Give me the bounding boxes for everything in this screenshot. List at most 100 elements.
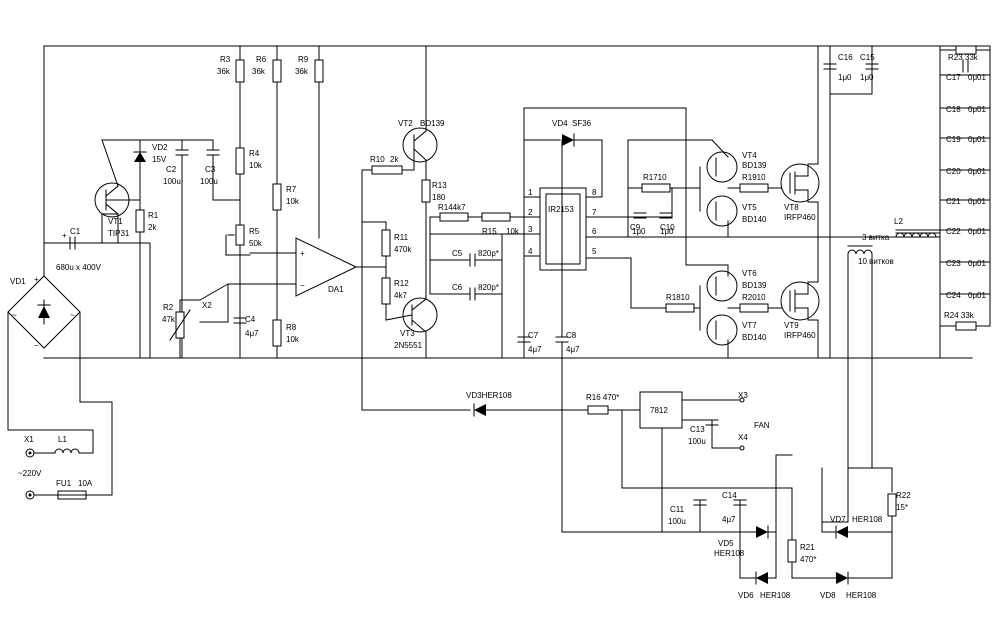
gate-drivers: [627, 139, 783, 359]
label-vd8: VD8: [820, 591, 836, 600]
label-r22: R22: [896, 491, 911, 500]
label-r9: R9: [298, 55, 309, 64]
pin-8: 8: [592, 188, 597, 197]
label-r5: R5: [249, 227, 260, 236]
label-r11-value: 470k: [394, 245, 412, 254]
label-c20: C20: [946, 167, 961, 176]
pin-7: 7: [592, 208, 597, 217]
label-c3-value: 100u: [200, 177, 218, 186]
label-vd4: VD4: [552, 119, 568, 128]
label-r3-value: 36k: [217, 67, 231, 76]
label-c19-value: 0μ01: [968, 135, 987, 144]
label-r7: R7: [286, 185, 297, 194]
label-c8: C8: [566, 331, 577, 340]
label-ac-2: ~: [70, 311, 75, 320]
driver-vt2: [361, 45, 438, 411]
label-c3: C3: [205, 165, 216, 174]
label-c21-value: 0μ01: [968, 197, 987, 206]
label-c18: C18: [946, 105, 961, 114]
label-vd2-value: 15V: [152, 155, 167, 164]
label-c7: C7: [528, 331, 539, 340]
label-c10-value: 1μ0: [660, 227, 674, 236]
label-vt6-value: BD139: [742, 281, 767, 290]
aux-supply: [361, 391, 897, 585]
opamp-da1: [227, 237, 387, 297]
label-vd7: VD7: [830, 515, 846, 524]
label-vt4-value: BD139: [742, 161, 767, 170]
label-bridge-minus: −: [34, 341, 39, 350]
label-r24: R24 33k: [944, 311, 975, 320]
label-vd2: VD2: [152, 143, 168, 152]
label-c6-value: 820p*: [478, 283, 499, 292]
label-vt4: VT4: [742, 151, 757, 160]
label-c11-value: 100u: [668, 517, 686, 526]
label-fan: FAN: [754, 421, 770, 430]
label-c23-value: 0μ01: [968, 259, 987, 268]
label-vd5-value: HER108: [714, 549, 745, 558]
label-c9-value: 1μ0: [632, 227, 646, 236]
label-opamp-plus: +: [300, 249, 305, 258]
pin-2: 2: [528, 208, 533, 217]
label-c8-value: 4μ7: [566, 345, 580, 354]
label-c16: C16: [838, 53, 853, 62]
label-bridge-plus: +: [34, 275, 39, 284]
label-vd7-value: HER108: [852, 515, 883, 524]
label-r15: R15: [482, 227, 497, 236]
ir2153-driver: [429, 107, 941, 359]
label-r11: R11: [394, 233, 409, 242]
pin-5: 5: [592, 247, 597, 256]
label-c1-plus: +: [62, 231, 67, 240]
capacitor-c1: [43, 236, 103, 250]
label-r21: R21: [800, 543, 815, 552]
label-r7-value: 10k: [286, 197, 300, 206]
labels: R3 36k R6 36k R9 36k R4 10k R7 10k R5 50…: [10, 53, 987, 600]
label-r5-value: 50k: [249, 239, 263, 248]
label-x4: X4: [738, 433, 748, 442]
label-r10-value: 2k: [390, 155, 399, 164]
label-c9: C9: [630, 223, 641, 232]
label-c15: C15: [860, 53, 875, 62]
label-r8-value: 10k: [286, 335, 300, 344]
label-vd5: VD5: [718, 539, 734, 548]
label-7812: 7812: [650, 406, 668, 415]
label-r3: R3: [220, 55, 231, 64]
label-vd1: VD1: [10, 277, 26, 286]
label-r2: R2: [163, 303, 174, 312]
label-l2: L2: [894, 217, 903, 226]
pin-3: 3: [528, 225, 533, 234]
mains-input: [7, 312, 113, 500]
label-c5-value: 820p*: [478, 249, 499, 258]
label-vt2-value: BD139: [420, 119, 445, 128]
label-vt5-value: BD140: [742, 215, 767, 224]
label-10-turns: 10 витков: [858, 257, 894, 266]
label-ir2153: IR2153: [548, 205, 574, 214]
label-c1-value: 680u x 400V: [56, 263, 102, 272]
label-fu1-value: 10A: [78, 479, 93, 488]
driver-vt3: [361, 221, 438, 359]
label-vt2: VT2: [398, 119, 413, 128]
label-c24-value: 0μ01: [968, 291, 987, 300]
label-vt1: VT1: [108, 217, 123, 226]
label-mains: ~220V: [18, 469, 42, 478]
label-x2: X2: [202, 301, 212, 310]
label-r4: R4: [249, 149, 260, 158]
label-3-turns: 3 витка: [862, 233, 890, 242]
label-vt8-value: IRFP460: [784, 213, 816, 222]
label-r8: R8: [286, 323, 297, 332]
pin-1: 1: [528, 188, 533, 197]
label-opamp-minus: −: [300, 281, 305, 290]
regulator-vt1: [94, 139, 241, 359]
label-r23: R23 33k: [948, 53, 979, 62]
label-ac-1: ~: [12, 311, 17, 320]
label-c16-value: 1μ0: [838, 73, 852, 82]
label-c20-value: 0μ01: [968, 167, 987, 176]
label-vd6-value: HER108: [760, 591, 791, 600]
label-c19: C19: [946, 135, 961, 144]
label-vd8-value: HER108: [846, 591, 877, 600]
label-c22: C22: [946, 227, 961, 236]
label-c13-value: 100u: [688, 437, 706, 446]
divider-chain: [225, 45, 324, 359]
label-vd6: VD6: [738, 591, 754, 600]
label-r18: R1810: [666, 293, 690, 302]
